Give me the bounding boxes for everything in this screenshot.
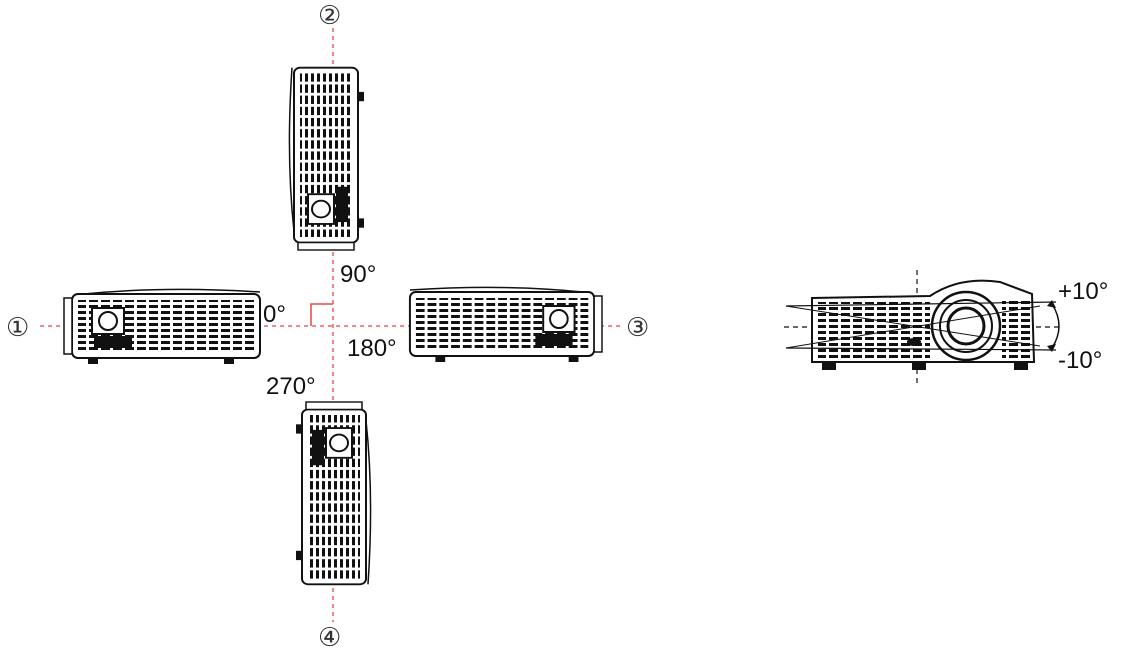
projector-position-4 [295, 401, 372, 586]
right-angle-marker [310, 303, 333, 326]
angle-label-180: 180° [347, 335, 397, 362]
projector-position-3 [408, 286, 603, 363]
marker-1: ① [6, 313, 29, 343]
tilt-lower-label: -10° [1058, 347, 1102, 374]
marker-4: ④ [318, 623, 341, 652]
angle-label-0: 0° [263, 301, 286, 328]
projector-position-2 [288, 66, 365, 251]
angle-label-270: 270° [266, 373, 316, 400]
projector-position-1 [63, 288, 261, 365]
marker-3: ③ [626, 313, 649, 343]
tilt-upper-label: +10° [1058, 278, 1108, 305]
tilt-projector [784, 270, 1062, 384]
tilt-arc-icon [1051, 303, 1060, 349]
marker-2: ② [318, 1, 341, 31]
angle-label-90: 90° [340, 261, 376, 288]
